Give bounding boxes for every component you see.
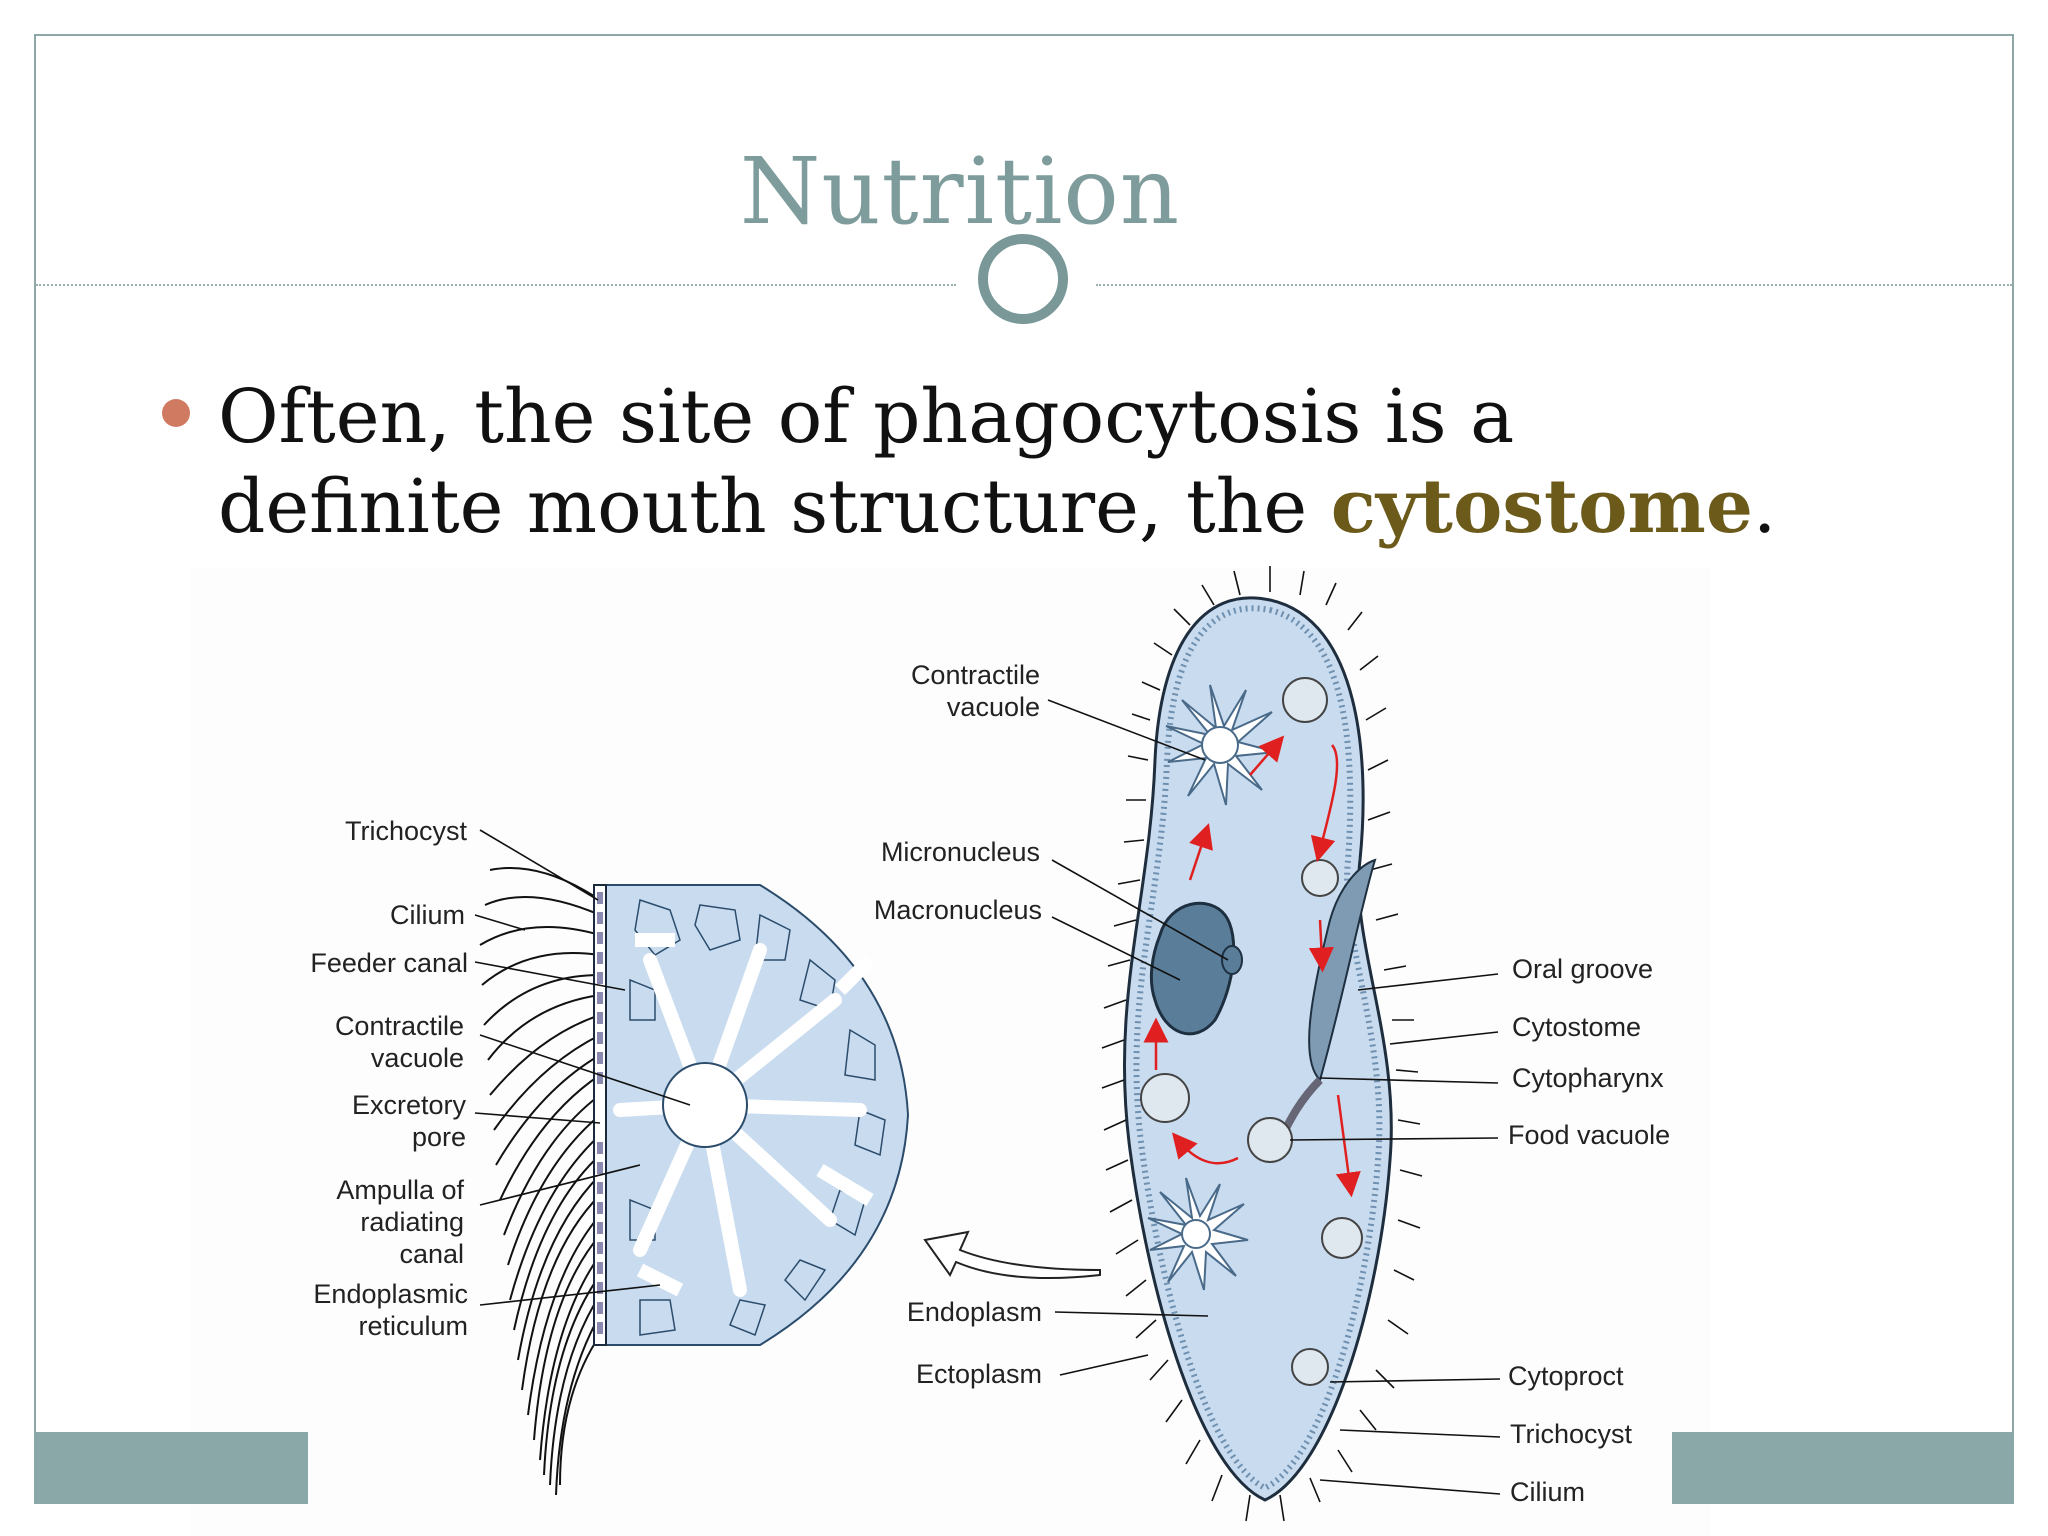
label-cilium-left: Cilium: [390, 900, 465, 930]
bullet-text-main: Often, the site of phagocytosis is a def…: [218, 374, 1515, 550]
label-macronucleus: Macronucleus: [874, 895, 1042, 925]
diagram-background: [190, 568, 1710, 1536]
label-contractile-vacuole-center-2: vacuole: [947, 692, 1040, 722]
slide-title: Nutrition: [739, 138, 1181, 245]
contractile-vacuole-large: [662, 1062, 748, 1148]
label-contractile-vacuole-left-2: vacuole: [371, 1043, 464, 1073]
title-divider-left: [36, 284, 956, 286]
footer-accent-bar-left: [34, 1432, 308, 1504]
vacuole-cross-section: [479, 867, 910, 1496]
bullet-text: Often, the site of phagocytosis is a def…: [218, 372, 1818, 552]
footer-accent-bar-right: [1672, 1432, 2014, 1504]
label-cytoproct: Cytoproct: [1508, 1361, 1624, 1391]
center-labels: Contractile vacuole Micronucleus Macronu…: [874, 660, 1042, 1389]
label-cytopharynx: Cytopharynx: [1512, 1063, 1664, 1093]
left-cilia: [479, 867, 601, 1496]
trichocyst-row: [597, 892, 603, 1334]
label-food-vacuole: Food vacuole: [1508, 1120, 1670, 1150]
star-vacuole-bottom: [1147, 1177, 1249, 1291]
label-ampulla-3: canal: [399, 1239, 464, 1269]
label-excretory-pore-2: pore: [412, 1122, 466, 1152]
title-divider-right: [1096, 284, 2012, 286]
label-trichocyst-left: Trichocyst: [345, 816, 468, 846]
label-contractile-vacuole-left-1: Contractile: [335, 1011, 464, 1041]
label-excretory-pore-1: Excretory: [352, 1090, 467, 1120]
label-ampulla-1: Ampulla of: [336, 1175, 464, 1205]
label-feeder-canal: Feeder canal: [310, 948, 468, 978]
title-ring-ornament: [978, 234, 1068, 324]
label-er-1: Endoplasmic: [313, 1279, 468, 1309]
right-labels: Oral groove Cytostome Cytopharynx Food v…: [1508, 954, 1670, 1507]
label-er-2: reticulum: [358, 1311, 468, 1341]
bullet-text-end: .: [1752, 464, 1777, 550]
food-vacuoles: [1140, 677, 1363, 1386]
label-trichocyst-right: Trichocyst: [1510, 1419, 1633, 1449]
paramecium-body: [1101, 566, 1423, 1522]
macronucleus: [1149, 901, 1236, 1036]
bullet-highlight-cytostome: cytostome: [1330, 464, 1753, 550]
oral-groove: [1308, 858, 1377, 1082]
magnify-arrow: [923, 1230, 1101, 1280]
left-labels: Trichocyst Cilium Feeder canal Contracti…: [310, 816, 468, 1341]
label-micronucleus: Micronucleus: [881, 837, 1040, 867]
label-contractile-vacuole-center-1: Contractile: [911, 660, 1040, 690]
label-oral-groove: Oral groove: [1512, 954, 1653, 984]
reticulum-mesh: [629, 899, 886, 1336]
label-endoplasm: Endoplasm: [907, 1297, 1042, 1327]
feeder-canals: [635, 933, 875, 1297]
leader-lines: [474, 699, 1501, 1495]
label-cytostome: Cytostome: [1512, 1012, 1641, 1042]
paramecium-cilia: [1101, 566, 1423, 1522]
label-cilium-right: Cilium: [1510, 1477, 1585, 1507]
label-ampulla-2: radiating: [360, 1207, 464, 1237]
star-vacuole-top: [1165, 684, 1277, 806]
micronucleus: [1221, 945, 1243, 975]
label-ectoplasm: Ectoplasm: [916, 1359, 1042, 1389]
bullet-dot: [162, 399, 190, 427]
